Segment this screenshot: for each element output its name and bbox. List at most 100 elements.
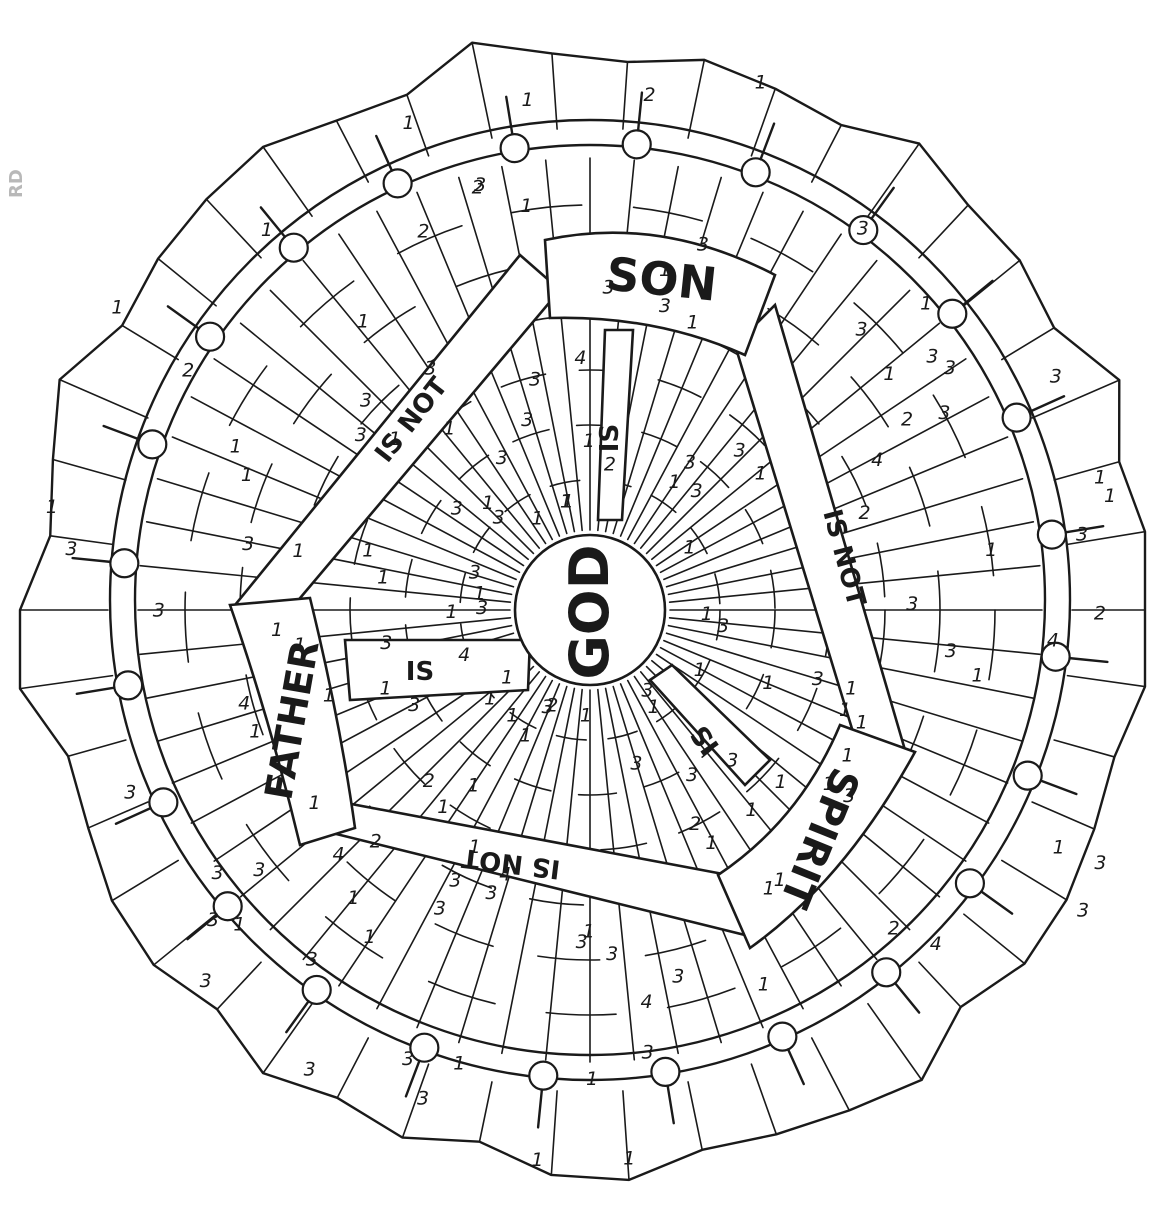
- region-number: 2: [901, 408, 913, 430]
- region-number: 3: [856, 318, 868, 340]
- region-number: 1: [467, 775, 479, 797]
- shard-divider: [688, 1082, 702, 1150]
- person-head: [872, 958, 900, 986]
- region-number: 4: [333, 843, 345, 865]
- person-head: [956, 869, 984, 897]
- shard-divider: [1002, 860, 1067, 899]
- region-number: 1: [347, 887, 359, 909]
- region-number: 1: [560, 490, 572, 512]
- region-number: 1: [520, 724, 532, 746]
- region-number: 3: [417, 1087, 429, 1109]
- shard-divider: [263, 147, 312, 216]
- region-number: 1: [520, 195, 532, 217]
- region-number: 3: [529, 368, 541, 390]
- region-number: 3: [697, 234, 709, 256]
- region-number: 2: [472, 177, 484, 199]
- person-body: [638, 93, 642, 131]
- region-number: 1: [755, 72, 767, 94]
- shard-divider: [480, 1082, 492, 1142]
- region-number: 3: [355, 424, 367, 446]
- region-number: 1: [531, 507, 543, 529]
- region-number: 4: [1047, 630, 1059, 652]
- shard-divider: [158, 259, 216, 306]
- region-number: 1: [694, 659, 706, 681]
- person-body: [1070, 658, 1108, 662]
- person-head: [303, 976, 331, 1004]
- region-number: 2: [423, 770, 435, 792]
- person-head: [938, 300, 966, 328]
- shard-divider: [1054, 740, 1114, 757]
- region-number: 3: [434, 898, 446, 920]
- region-number: 3: [906, 593, 918, 615]
- label-is-son: IS: [595, 424, 625, 452]
- region-number: 1: [1053, 837, 1065, 859]
- region-number: 3: [360, 390, 372, 412]
- shard-divider: [50, 536, 112, 545]
- shard-divider: [20, 676, 112, 689]
- person-body: [1029, 396, 1064, 412]
- region-number: 3: [717, 615, 729, 637]
- shard-divider: [68, 740, 126, 756]
- region-number: 1: [453, 1053, 465, 1075]
- region-number: 1: [841, 745, 853, 767]
- shard-divider: [552, 53, 557, 129]
- region-number: 1: [506, 704, 518, 726]
- watermark-mark: RD: [6, 169, 27, 198]
- region-number: 1: [705, 832, 717, 854]
- shard-divider: [122, 325, 178, 359]
- region-number: 1: [856, 711, 868, 733]
- shard-divider: [472, 43, 492, 138]
- region-number: 1: [521, 89, 533, 111]
- region-number: 3: [691, 480, 703, 502]
- region-number: 1: [111, 296, 123, 318]
- person-head: [410, 1034, 438, 1062]
- person-head: [138, 430, 166, 458]
- region-number: 3: [684, 451, 696, 473]
- region-number: 3: [200, 970, 212, 992]
- person-body: [538, 1090, 542, 1128]
- region-number: 1: [249, 720, 261, 742]
- region-number: 3: [926, 345, 938, 367]
- shard-divider: [688, 60, 704, 138]
- shard-divider: [812, 1038, 850, 1110]
- region-number: 1: [1094, 466, 1106, 488]
- region-number: 1: [755, 463, 767, 485]
- region-number: 1: [687, 311, 699, 333]
- person-body: [1041, 781, 1077, 794]
- region-number: 1: [402, 112, 414, 134]
- person-head: [280, 234, 308, 262]
- region-number: 3: [606, 943, 618, 965]
- region-number: 1: [839, 699, 851, 721]
- region-number: 3: [726, 749, 738, 771]
- region-number: 1: [309, 792, 321, 814]
- person-body: [116, 808, 151, 824]
- region-number: 3: [630, 752, 642, 774]
- region-number: 2: [858, 502, 870, 524]
- shard-divider: [868, 144, 919, 217]
- center-word-god: GOD: [558, 544, 621, 679]
- region-number: 1: [985, 539, 997, 561]
- region-number: 3: [672, 966, 684, 988]
- person-body: [506, 97, 512, 135]
- region-number: 3: [686, 764, 698, 786]
- region-number: 1: [580, 704, 592, 726]
- region-number: 3: [521, 409, 533, 431]
- region-number: 1: [443, 418, 455, 440]
- region-number: 4: [238, 692, 250, 714]
- shard-divider: [1054, 462, 1119, 480]
- region-number: 1: [775, 771, 787, 793]
- region-number: 1: [364, 926, 376, 948]
- region-number: 3: [449, 870, 461, 892]
- region-number: 4: [641, 991, 653, 1013]
- region-number: 3: [253, 859, 265, 881]
- person-head: [110, 549, 138, 577]
- person-head: [529, 1062, 557, 1090]
- region-number: 1: [684, 537, 696, 559]
- region-number: 4: [871, 449, 883, 471]
- region-number: 3: [938, 402, 950, 424]
- person-head: [768, 1023, 796, 1051]
- shard-divider: [53, 460, 126, 480]
- shard-divider: [919, 962, 961, 1007]
- region-number: 1: [380, 677, 392, 699]
- region-number: 1: [586, 1068, 598, 1090]
